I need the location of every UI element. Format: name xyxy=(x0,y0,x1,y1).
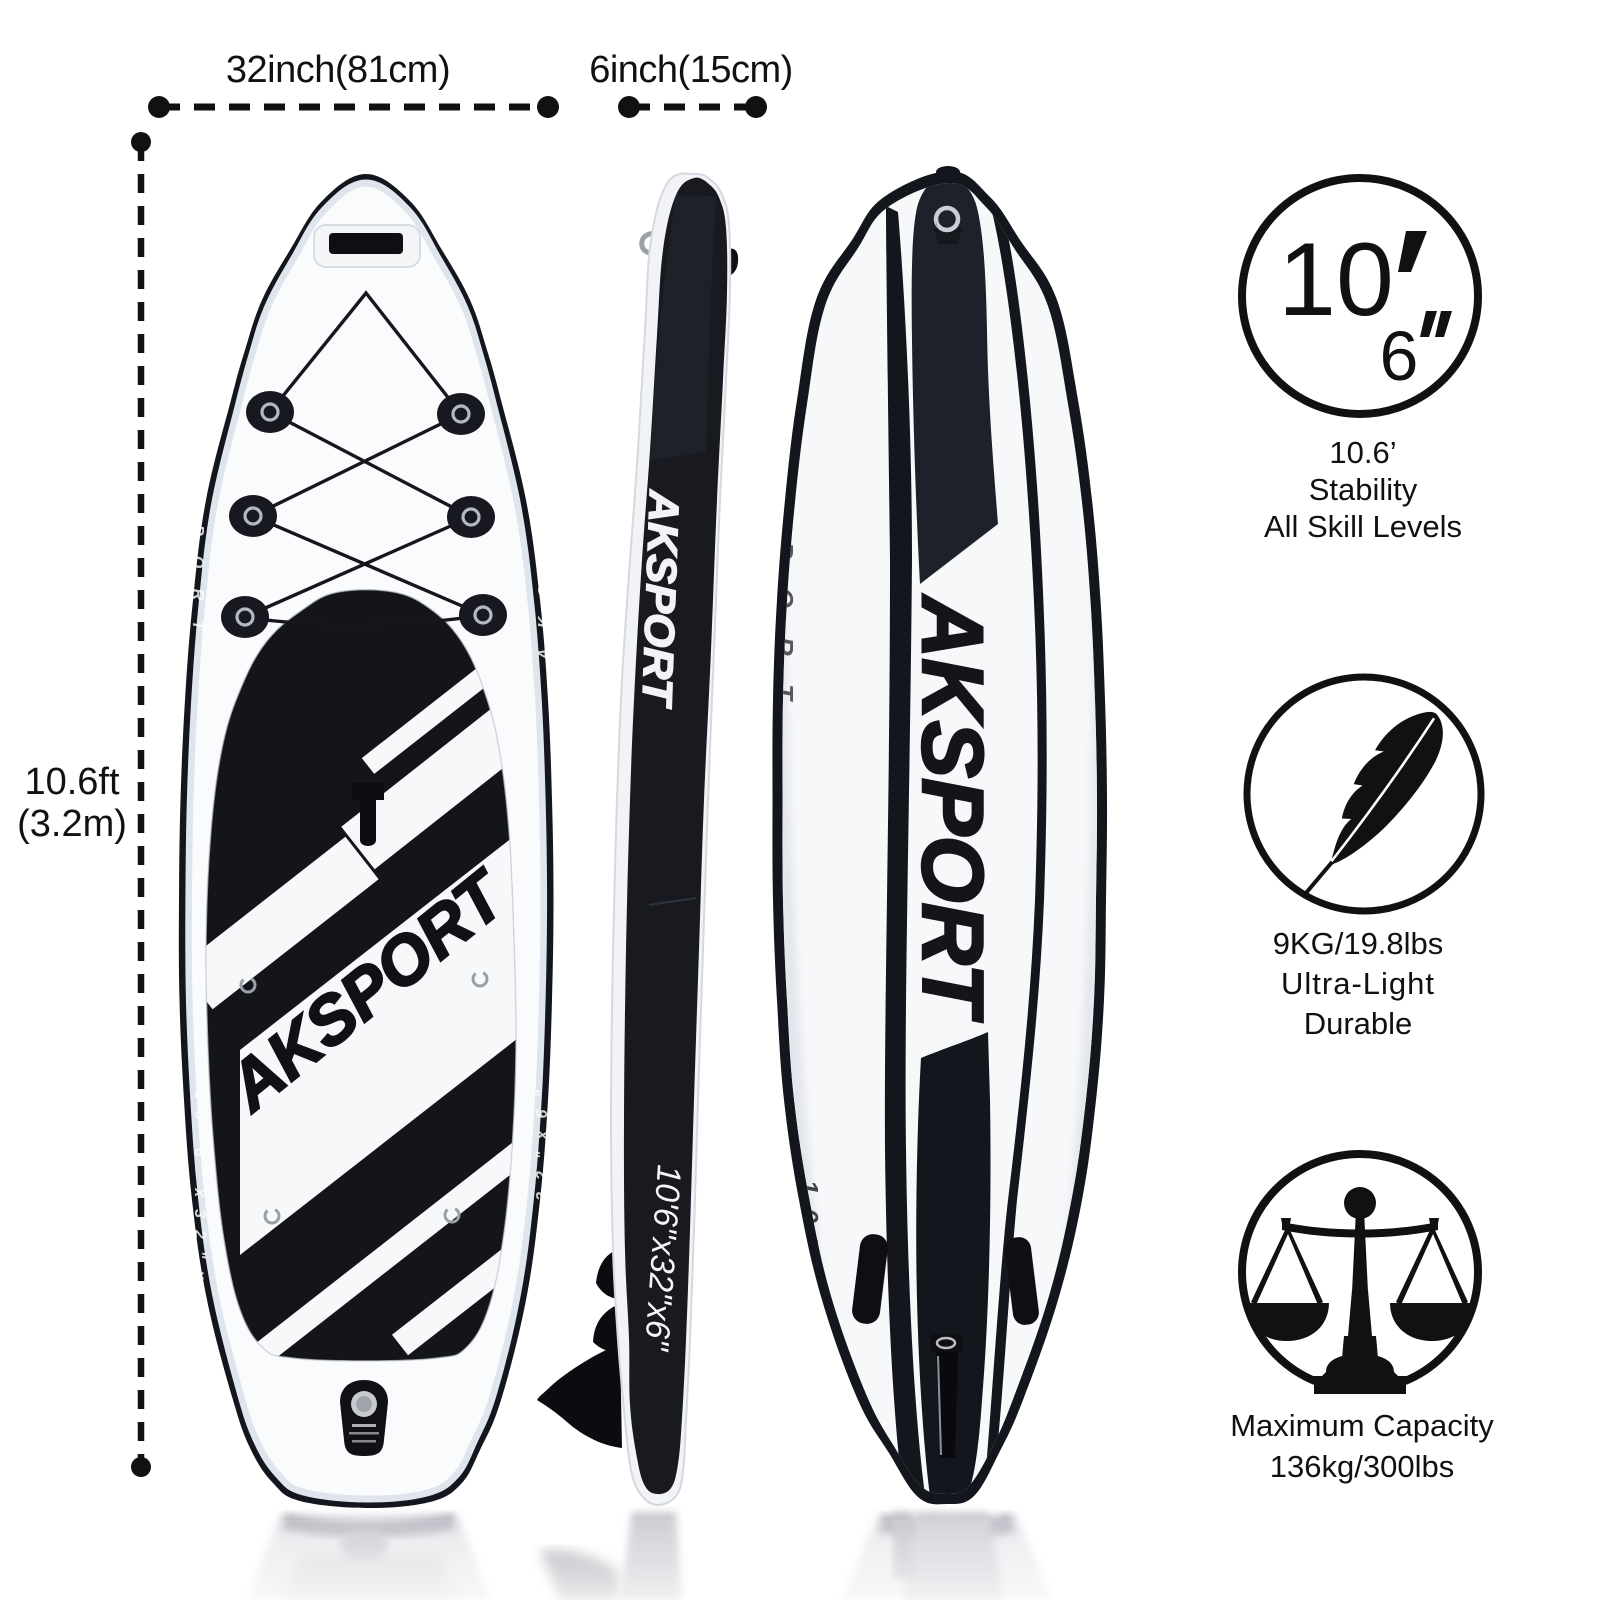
svg-text:32inch(81cm): 32inch(81cm) xyxy=(226,49,450,91)
svg-text:Durable: Durable xyxy=(1304,1006,1413,1041)
svg-text:Stability: Stability xyxy=(1309,472,1418,507)
svg-text:Ultra-Light: Ultra-Light xyxy=(1281,966,1435,1001)
svg-text:9KG/19.8lbs: 9KG/19.8lbs xyxy=(1273,926,1444,961)
svg-text:10.6ft: 10.6ft xyxy=(24,761,120,803)
svg-text:10.6’: 10.6’ xyxy=(1329,435,1396,470)
svg-text:Maximum Capacity: Maximum Capacity xyxy=(1230,1408,1494,1443)
svg-text:6: 6 xyxy=(1380,317,1419,395)
svg-text:(3.2m): (3.2m) xyxy=(17,803,127,845)
svg-text:6inch(15cm): 6inch(15cm) xyxy=(589,49,793,91)
svg-text:136kg/300lbs: 136kg/300lbs xyxy=(1270,1449,1454,1484)
svg-text:AKSPORT: AKSPORT xyxy=(633,489,688,710)
svg-text:10: 10 xyxy=(1278,222,1394,338)
svg-text:AKSPORT: AKSPORT xyxy=(904,594,1000,1022)
svg-text:All Skill Levels: All Skill Levels xyxy=(1264,509,1462,544)
